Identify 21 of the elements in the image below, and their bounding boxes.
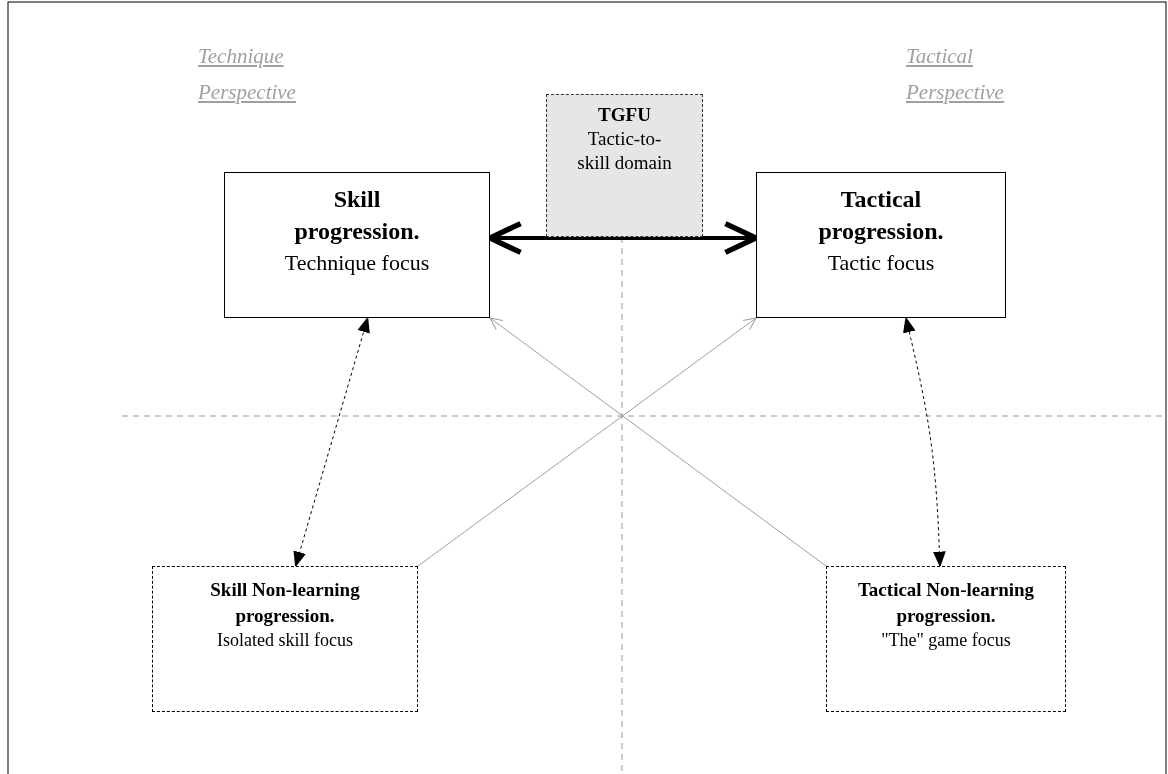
arrow xyxy=(489,317,827,567)
node-description: "The" game focus xyxy=(881,629,1011,653)
node-description: Tactic focus xyxy=(827,248,935,277)
dashed-concept-box xyxy=(826,566,1066,712)
node-heading: TGFU xyxy=(598,103,651,127)
node-heading: Skill progression. xyxy=(293,185,421,247)
arrow xyxy=(903,316,946,568)
node-heading: Tactical Non-learning progression. xyxy=(857,578,1035,628)
node-heading: Skill Non-learning progression. xyxy=(209,578,361,628)
concept-box xyxy=(756,172,1006,318)
node-description: Isolated skill focus xyxy=(217,629,353,653)
perspective-label: Tactical Perspective xyxy=(906,43,1005,106)
dashed-concept-box xyxy=(152,566,418,712)
node-heading: Tactical progression. xyxy=(817,185,945,247)
node-description: Technique focus xyxy=(284,248,430,277)
perspective-label: Technique Perspective xyxy=(198,43,297,106)
arrow xyxy=(293,316,370,568)
node-description: Tactic-to-skill domain xyxy=(577,126,672,175)
arrow xyxy=(417,317,757,567)
highlighted-note-box xyxy=(546,94,703,237)
concept-box xyxy=(224,172,490,318)
